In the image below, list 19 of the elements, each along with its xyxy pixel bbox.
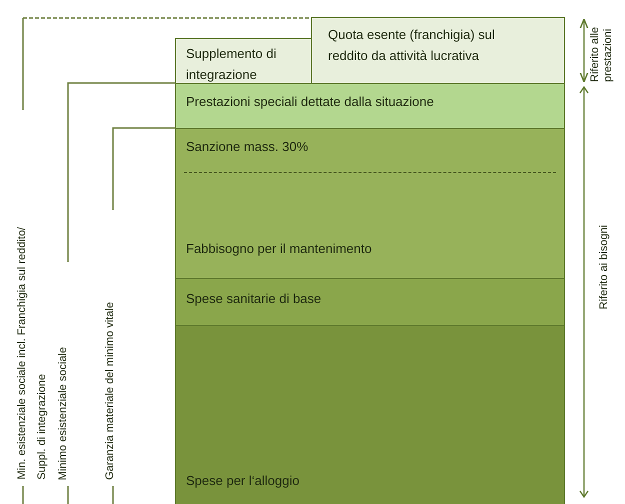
vertical-label: Riferito ai bisogni bbox=[597, 225, 611, 310]
block-label: Quota esente (franchigia) sul reddito da attività lucrativa bbox=[328, 26, 496, 65]
stack-block bbox=[311, 17, 565, 84]
vertical-label: Min. esistenziale sociale incl. Franchigia sul reddito/ bbox=[15, 227, 29, 480]
block-label: Fabbisogno per il mantenimento bbox=[186, 240, 373, 258]
stack-block bbox=[175, 128, 565, 279]
block-label: Spese per l‘alloggio bbox=[186, 472, 300, 490]
stack-block bbox=[175, 83, 565, 129]
block-label: Spese sanitarie di base bbox=[186, 290, 322, 308]
block-label: Supplemento di integrazione bbox=[186, 45, 278, 84]
stack-block bbox=[175, 278, 565, 326]
vertical-label: Riferito alle prestazioni bbox=[589, 26, 615, 82]
block-label: Prestazioni speciali dettate dalla situazione bbox=[186, 93, 435, 111]
vertical-label: Suppl. di integrazione bbox=[35, 374, 49, 480]
stack-block bbox=[175, 325, 565, 504]
vertical-label: Garanzia materiale del minimo vitale bbox=[103, 302, 117, 480]
block-label: Sanzione mass. 30% bbox=[186, 138, 310, 156]
stack-block bbox=[175, 38, 312, 84]
vertical-label: Minimo esistenziale sociale bbox=[56, 346, 70, 480]
